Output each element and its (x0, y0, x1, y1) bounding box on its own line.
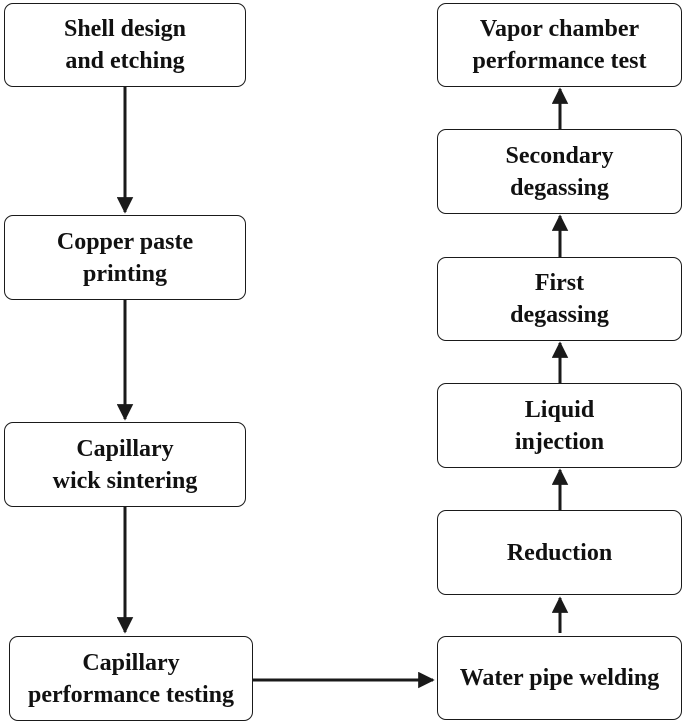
step-label: and etching (65, 48, 185, 74)
step-label: printing (82, 260, 167, 287)
step-liquid-injection: Liquid injection (437, 383, 682, 468)
step-label: Capillary (82, 649, 180, 676)
step-capillary-wick: Capillary wick sintering (4, 422, 246, 507)
step-shell-design: Shell design and etching (4, 3, 246, 87)
step-label: degassing (510, 302, 609, 328)
step-vapor-chamber-test: Vapor chamber performance test (437, 3, 682, 87)
step-label: wick sintering (52, 467, 198, 494)
step-capillary-performance: Capillary performance testing (9, 636, 253, 721)
step-label: degassing (510, 174, 609, 201)
step-label: Vapor chamber (479, 16, 640, 42)
step-label: performance test (472, 48, 647, 74)
step-water-pipe-welding: Water pipe welding (437, 636, 682, 720)
step-label: Reduction (506, 539, 613, 566)
step-label: Secondary (505, 142, 614, 169)
step-label: Liquid (524, 396, 595, 423)
step-secondary-degassing: Secondary degassing (437, 129, 682, 214)
step-label: injection (514, 428, 605, 455)
step-label: Shell design (63, 16, 187, 42)
step-label: Water pipe welding (459, 665, 660, 691)
step-label: Copper paste (56, 228, 194, 255)
step-label: performance testing (28, 681, 234, 708)
step-label: First (534, 270, 585, 296)
step-label: Capillary (76, 435, 174, 462)
step-reduction: Reduction (437, 510, 682, 595)
step-first-degassing: First degassing (437, 257, 682, 341)
step-copper-paste: Copper paste printing (4, 215, 246, 300)
